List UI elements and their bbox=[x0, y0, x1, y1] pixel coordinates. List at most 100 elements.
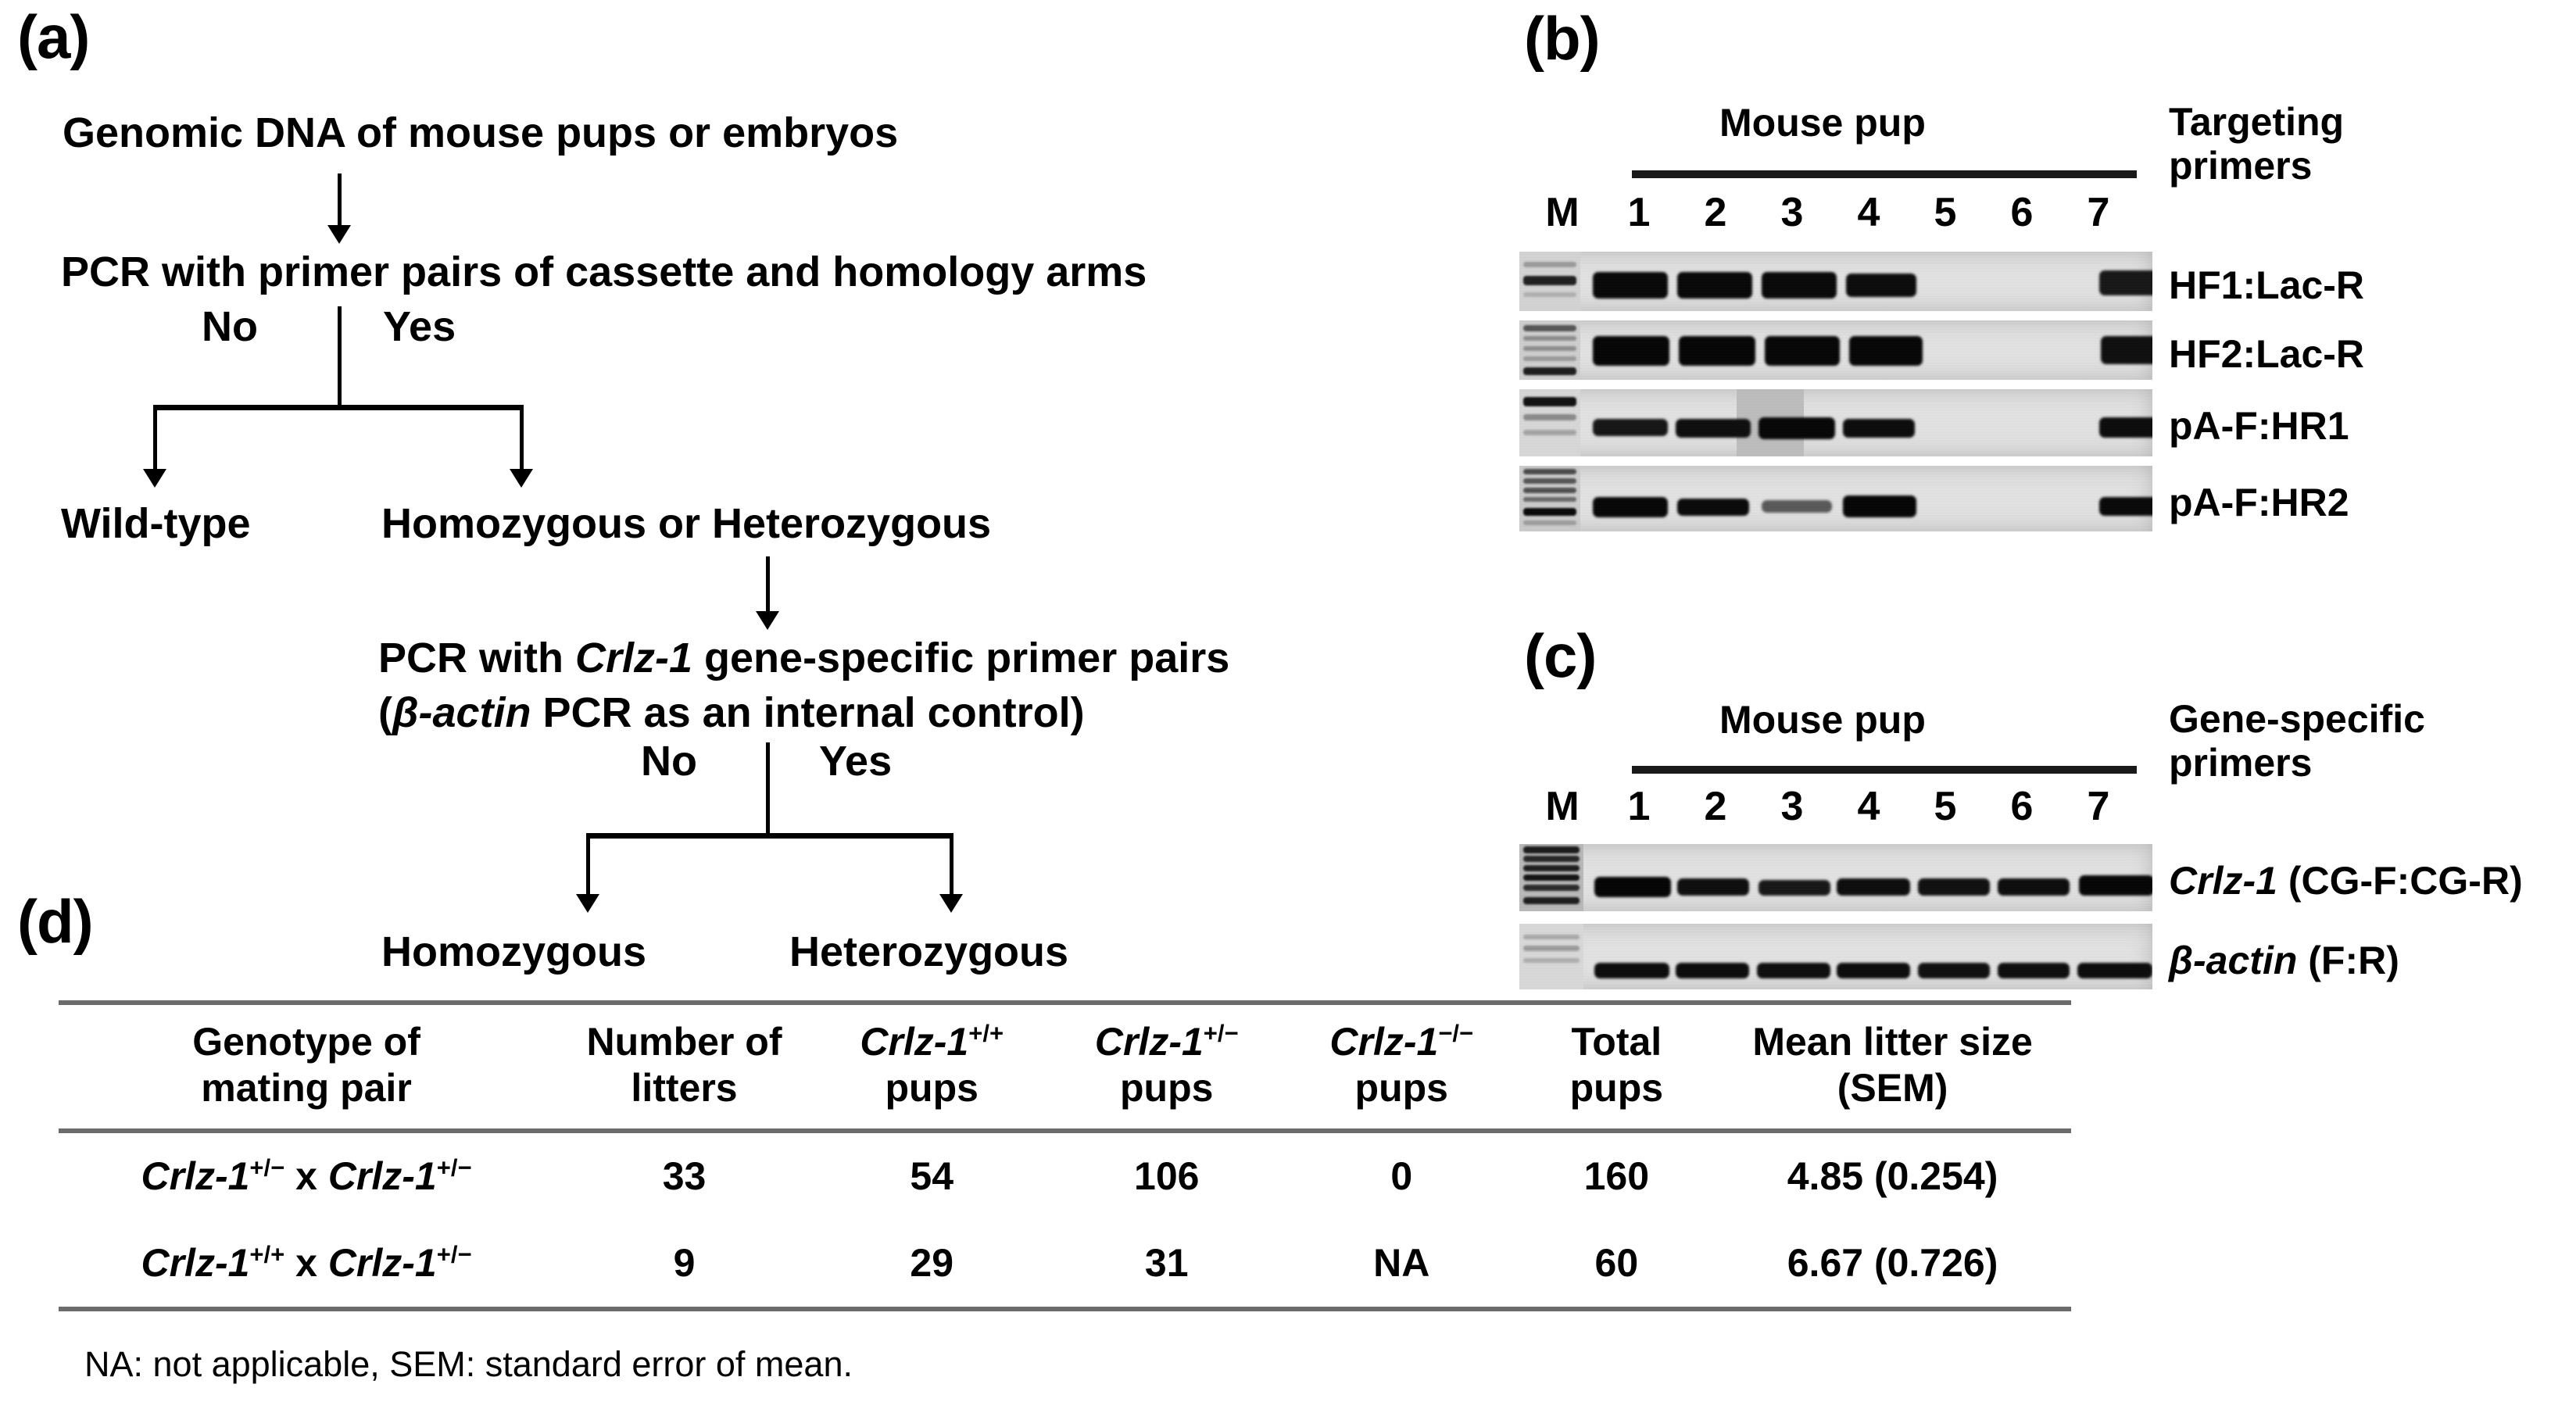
col-header-total-line1: Total bbox=[1571, 1020, 1662, 1064]
col-header-litters: Number of litters bbox=[554, 1003, 814, 1131]
col-header-litters-line2: litters bbox=[631, 1066, 738, 1110]
table-head: Genotype of mating pair Number of litter… bbox=[59, 1003, 2071, 1131]
actin-gene-name: β-actin bbox=[392, 689, 531, 736]
gel-row-label-crlz1-gene: Crlz-1 bbox=[2169, 859, 2277, 903]
genotype-gene-1: Crlz-1 bbox=[141, 1154, 250, 1198]
cell-litters: 9 bbox=[673, 1241, 696, 1285]
gel-row-label-pa-f-hr2: pA-F:HR2 bbox=[2169, 481, 2349, 524]
panel-b-side-title: Targeting primers bbox=[2169, 100, 2344, 188]
cell-mean-litter: 6.67 (0.726) bbox=[1787, 1241, 1998, 1285]
branch1-left-head bbox=[143, 469, 166, 488]
col-header-mean-litter-line1: Mean litter size bbox=[1752, 1020, 2033, 1064]
panel-c-label: (c) bbox=[1524, 621, 1597, 690]
genotype-sup-1: +/− bbox=[249, 1153, 285, 1182]
cell-pups-wt: 29 bbox=[910, 1241, 954, 1285]
col-header-pups-het: Crlz-1+/− pups bbox=[1049, 1003, 1284, 1131]
marker-lane bbox=[1519, 320, 1580, 380]
flow-node-homo-or-het: Homozygous or Heterozygous bbox=[381, 500, 992, 547]
col-header-total-line2: pups bbox=[1569, 1066, 1664, 1110]
col-header-pups-ko-line2: pups bbox=[1354, 1066, 1448, 1110]
actin-post: PCR as an internal control) bbox=[531, 689, 1085, 736]
panel-c-side-title: Gene-specific primers bbox=[2169, 697, 2425, 785]
branch1-yes-label: Yes bbox=[383, 303, 456, 350]
col-header-genotype-line1: Genotype of bbox=[192, 1020, 420, 1064]
lane-label-5: 5 bbox=[1934, 784, 1957, 829]
panel-b-targeting-gels: (b) Mouse pup M 1 2 3 4 5 6 7 Targeting … bbox=[1508, 0, 2576, 547]
gel-row-label-pa-f-hr1: pA-F:HR1 bbox=[2169, 404, 2349, 448]
cell-genotype: Crlz-1+/+ x Crlz-1+/− bbox=[59, 1220, 554, 1309]
gel-row-label-crlz1-primers: (CG-F:CG-R) bbox=[2277, 859, 2523, 903]
branch2-right-head bbox=[939, 894, 963, 913]
gel-row-pa-f-hr2 bbox=[1519, 466, 2152, 531]
branch2-left-head bbox=[576, 894, 599, 913]
panel-b-lane-labels: M 1 2 3 4 5 6 7 bbox=[1524, 189, 2141, 236]
genotype-gene-2: Crlz-1 bbox=[327, 1241, 437, 1285]
col-header-pups-het-gene: Crlz-1 bbox=[1094, 1020, 1204, 1064]
genotype-gene-2: Crlz-1 bbox=[327, 1154, 437, 1198]
gel-row-label-beta-actin: β-actin (F:R) bbox=[2169, 938, 2399, 983]
gel-row-crlz1 bbox=[1519, 844, 2152, 911]
marker-lane bbox=[1519, 844, 1583, 911]
gel-row-hf1-lacr bbox=[1519, 252, 2152, 311]
panel-c-lane-labels: M 1 2 3 4 5 6 7 bbox=[1524, 783, 2141, 830]
branch1-no-label: No bbox=[202, 303, 258, 350]
panel-b-group-header: Mouse pup bbox=[1719, 101, 1926, 145]
flow-node-genomic-dna: Genomic DNA of mouse pups or embryos bbox=[63, 109, 899, 156]
flow-node-pcr-genespecific: PCR with Crlz-1 gene-specific primer pai… bbox=[378, 635, 1229, 681]
col-header-litters-line1: Number of bbox=[586, 1020, 782, 1064]
branch2-right-shaft bbox=[950, 833, 953, 900]
panel-d-label: (d) bbox=[17, 887, 94, 956]
col-header-pups-het-line2: pups bbox=[1120, 1066, 1214, 1110]
marker-lane bbox=[1519, 389, 1580, 456]
panel-b-label: (b) bbox=[1524, 4, 1601, 73]
col-header-pups-wt-line2: pups bbox=[885, 1066, 979, 1110]
cell-pups-het: 106 bbox=[1134, 1154, 1200, 1198]
marker-lane bbox=[1519, 924, 1583, 989]
col-header-pups-wt: Crlz-1+/+ pups bbox=[814, 1003, 1050, 1131]
col-header-genotype: Genotype of mating pair bbox=[59, 1003, 554, 1131]
cell-genotype: Crlz-1+/− x Crlz-1+/− bbox=[59, 1131, 554, 1220]
lane-label-2: 2 bbox=[1704, 190, 1727, 235]
panel-c-group-rule bbox=[1632, 766, 2137, 774]
pcr-gene-pre: PCR with bbox=[378, 635, 575, 681]
genotype-sup-1: +/+ bbox=[249, 1240, 285, 1268]
col-header-genotype-line2: mating pair bbox=[201, 1066, 412, 1110]
table-footnote: NA: not applicable, SEM: standard error … bbox=[84, 1344, 853, 1384]
panel-a-label: (a) bbox=[17, 2, 90, 71]
arrow-head-3 bbox=[756, 611, 779, 630]
genotype-sup-2: +/− bbox=[436, 1240, 472, 1268]
flow-node-pcr-cassette: PCR with primer pairs of cassette and ho… bbox=[61, 249, 1147, 295]
branch2-left-shaft bbox=[586, 833, 590, 900]
panel-b-group-rule bbox=[1632, 170, 2137, 178]
gel-row-label-crlz1: Crlz-1 (CG-F:CG-R) bbox=[2169, 858, 2523, 903]
col-header-mean-litter: Mean litter size (SEM) bbox=[1714, 1003, 2071, 1131]
genotype-gene-1: Crlz-1 bbox=[141, 1241, 250, 1285]
panel-c-side-title-line1: Gene-specific bbox=[2169, 697, 2425, 741]
table-row: Crlz-1+/− x Crlz-1+/− 33 54 106 0 160 4.… bbox=[59, 1131, 2071, 1220]
cell-mean-litter: 4.85 (0.254) bbox=[1787, 1154, 1998, 1198]
lane-label-1: 1 bbox=[1627, 784, 1651, 829]
flow-node-heterozygous: Heterozygous bbox=[789, 928, 1069, 975]
cell-pups-total: 60 bbox=[1594, 1241, 1639, 1285]
cell-litters: 33 bbox=[662, 1154, 707, 1198]
branch1-left-shaft bbox=[153, 405, 157, 475]
arrow-head-1 bbox=[327, 225, 351, 244]
col-header-pups-ko-sup: −/− bbox=[1438, 1019, 1474, 1047]
table-body: Crlz-1+/− x Crlz-1+/− 33 54 106 0 160 4.… bbox=[59, 1131, 2071, 1309]
cell-pups-ko: 0 bbox=[1390, 1154, 1413, 1198]
col-header-pups-wt-sup: +/+ bbox=[968, 1019, 1004, 1047]
branch1-hbar bbox=[153, 405, 524, 410]
actin-pre: ( bbox=[378, 689, 392, 736]
breeding-table: Genotype of mating pair Number of litter… bbox=[59, 1000, 2071, 1311]
col-header-pups-ko: Crlz-1−/− pups bbox=[1284, 1003, 1519, 1131]
marker-lane bbox=[1519, 466, 1580, 531]
lane-label-1: 1 bbox=[1627, 190, 1651, 235]
gel-row-pa-f-hr1 bbox=[1519, 389, 2152, 456]
cell-pups-ko: NA bbox=[1373, 1241, 1430, 1285]
lane-label-3: 3 bbox=[1780, 784, 1804, 829]
branch2-yes-label: Yes bbox=[819, 738, 893, 785]
gel-row-label-actin-primers: (F:R) bbox=[2297, 939, 2399, 982]
gel-row-label-actin-gene: β-actin bbox=[2169, 939, 2298, 982]
cell-pups-het: 31 bbox=[1144, 1241, 1189, 1285]
branch1-right-shaft bbox=[520, 405, 524, 475]
